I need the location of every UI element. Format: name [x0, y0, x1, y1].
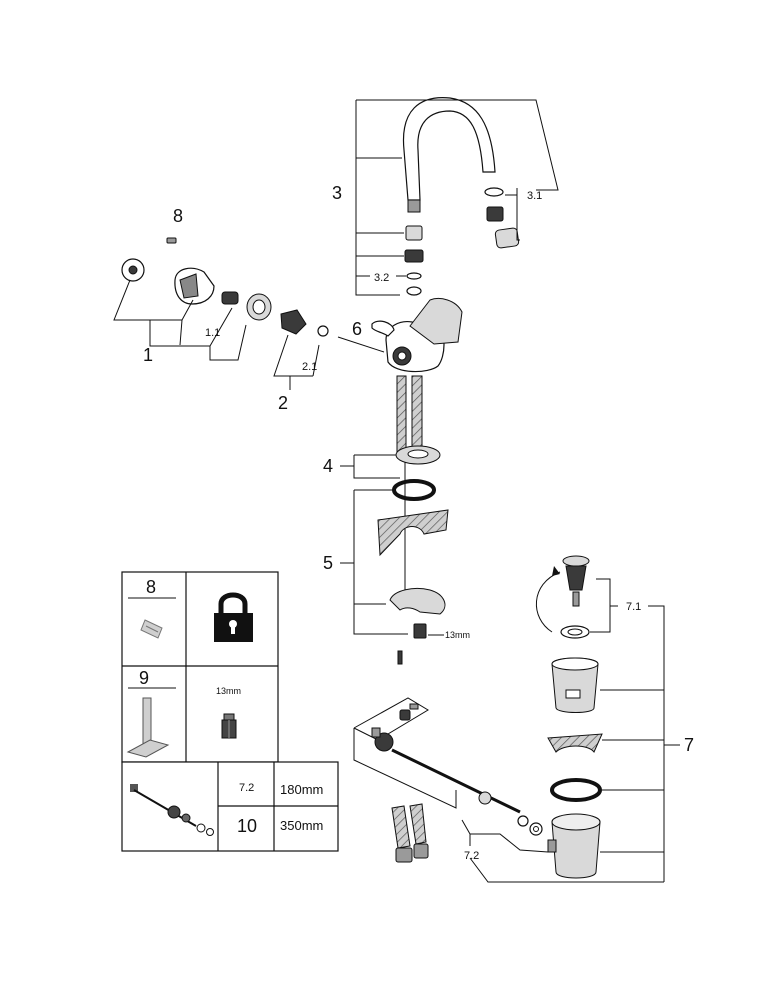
aerator-housing	[494, 227, 520, 249]
oring-3-2-b	[406, 286, 422, 296]
cartridge	[280, 309, 307, 335]
callout-3-2: 3.2	[374, 272, 389, 284]
callout-7-1: 7.1	[626, 601, 641, 613]
callout-1: 1	[143, 345, 153, 365]
spout-tip	[407, 199, 421, 213]
hose-right-bottom	[409, 803, 427, 845]
callout-7: 7	[684, 735, 694, 755]
legend-table-item-1: 7.2	[239, 782, 254, 794]
popup-plug-top	[562, 555, 590, 567]
cartridge-oring	[317, 325, 329, 337]
horseshoe-washer	[389, 587, 446, 615]
callout-13mm: 13mm	[445, 630, 470, 640]
pop-up-linkage-icon	[130, 784, 214, 836]
legend-table-length-1: 180mm	[280, 782, 323, 797]
supply-hose-left	[396, 375, 407, 457]
popup-plug-stem	[572, 591, 580, 607]
callout-7-2: 7.2	[464, 850, 479, 862]
legend-table-length-2: 350mm	[280, 818, 323, 833]
supply-hose-right	[411, 375, 423, 457]
aerator-insert	[486, 206, 504, 222]
legend-row2-number: 9	[139, 668, 149, 688]
callout-8: 8	[173, 206, 183, 226]
spout	[402, 97, 496, 201]
handle-group	[113, 237, 385, 390]
grub-screw-icon	[140, 619, 163, 639]
callout-2: 2	[278, 393, 288, 413]
mounting-stud-end	[397, 650, 403, 665]
grub-screw	[166, 237, 177, 244]
spout-nut	[404, 249, 424, 263]
callout-3-1: 3.1	[527, 190, 542, 202]
lever-handle	[409, 298, 463, 345]
oring-3-2-a	[406, 272, 422, 280]
aerator-washer	[484, 187, 504, 197]
callout-2-1: 2.1	[302, 361, 317, 373]
waste-gasket-cone	[547, 733, 603, 753]
waste-oring	[550, 778, 602, 802]
linkage-group	[353, 697, 549, 863]
linkage-ball	[478, 791, 492, 805]
lever-key	[371, 320, 395, 337]
spout-connector	[405, 225, 423, 241]
hose-left-bottom	[391, 805, 411, 849]
linkage-washer-a	[517, 815, 529, 827]
callout-1-1: 1.1	[205, 327, 220, 339]
padlock-icon	[214, 592, 253, 642]
callout-6: 6	[352, 319, 362, 339]
waste-group	[469, 555, 680, 883]
callout-5: 5	[323, 553, 333, 573]
callout-3: 3	[332, 183, 342, 203]
counter-plate	[377, 509, 449, 557]
mounting-nut	[413, 623, 427, 639]
cartridge-stem	[221, 291, 239, 305]
spout-group	[355, 97, 559, 296]
linkage-rod	[391, 748, 521, 814]
legend-row1-number: 8	[146, 577, 156, 597]
faucet-body-group	[371, 298, 463, 590]
hex-nut-icon	[221, 713, 237, 739]
allen-key-icon	[126, 697, 170, 758]
linkage-clamp	[399, 709, 411, 721]
popup-plug-body	[565, 565, 587, 591]
mounting-group	[340, 445, 449, 665]
legend-table-item-2: 10	[237, 816, 257, 836]
legend-row2-size: 13mm	[216, 686, 241, 696]
callout-4: 4	[323, 456, 333, 476]
legend-box	[121, 571, 339, 852]
base-oring	[392, 479, 436, 501]
